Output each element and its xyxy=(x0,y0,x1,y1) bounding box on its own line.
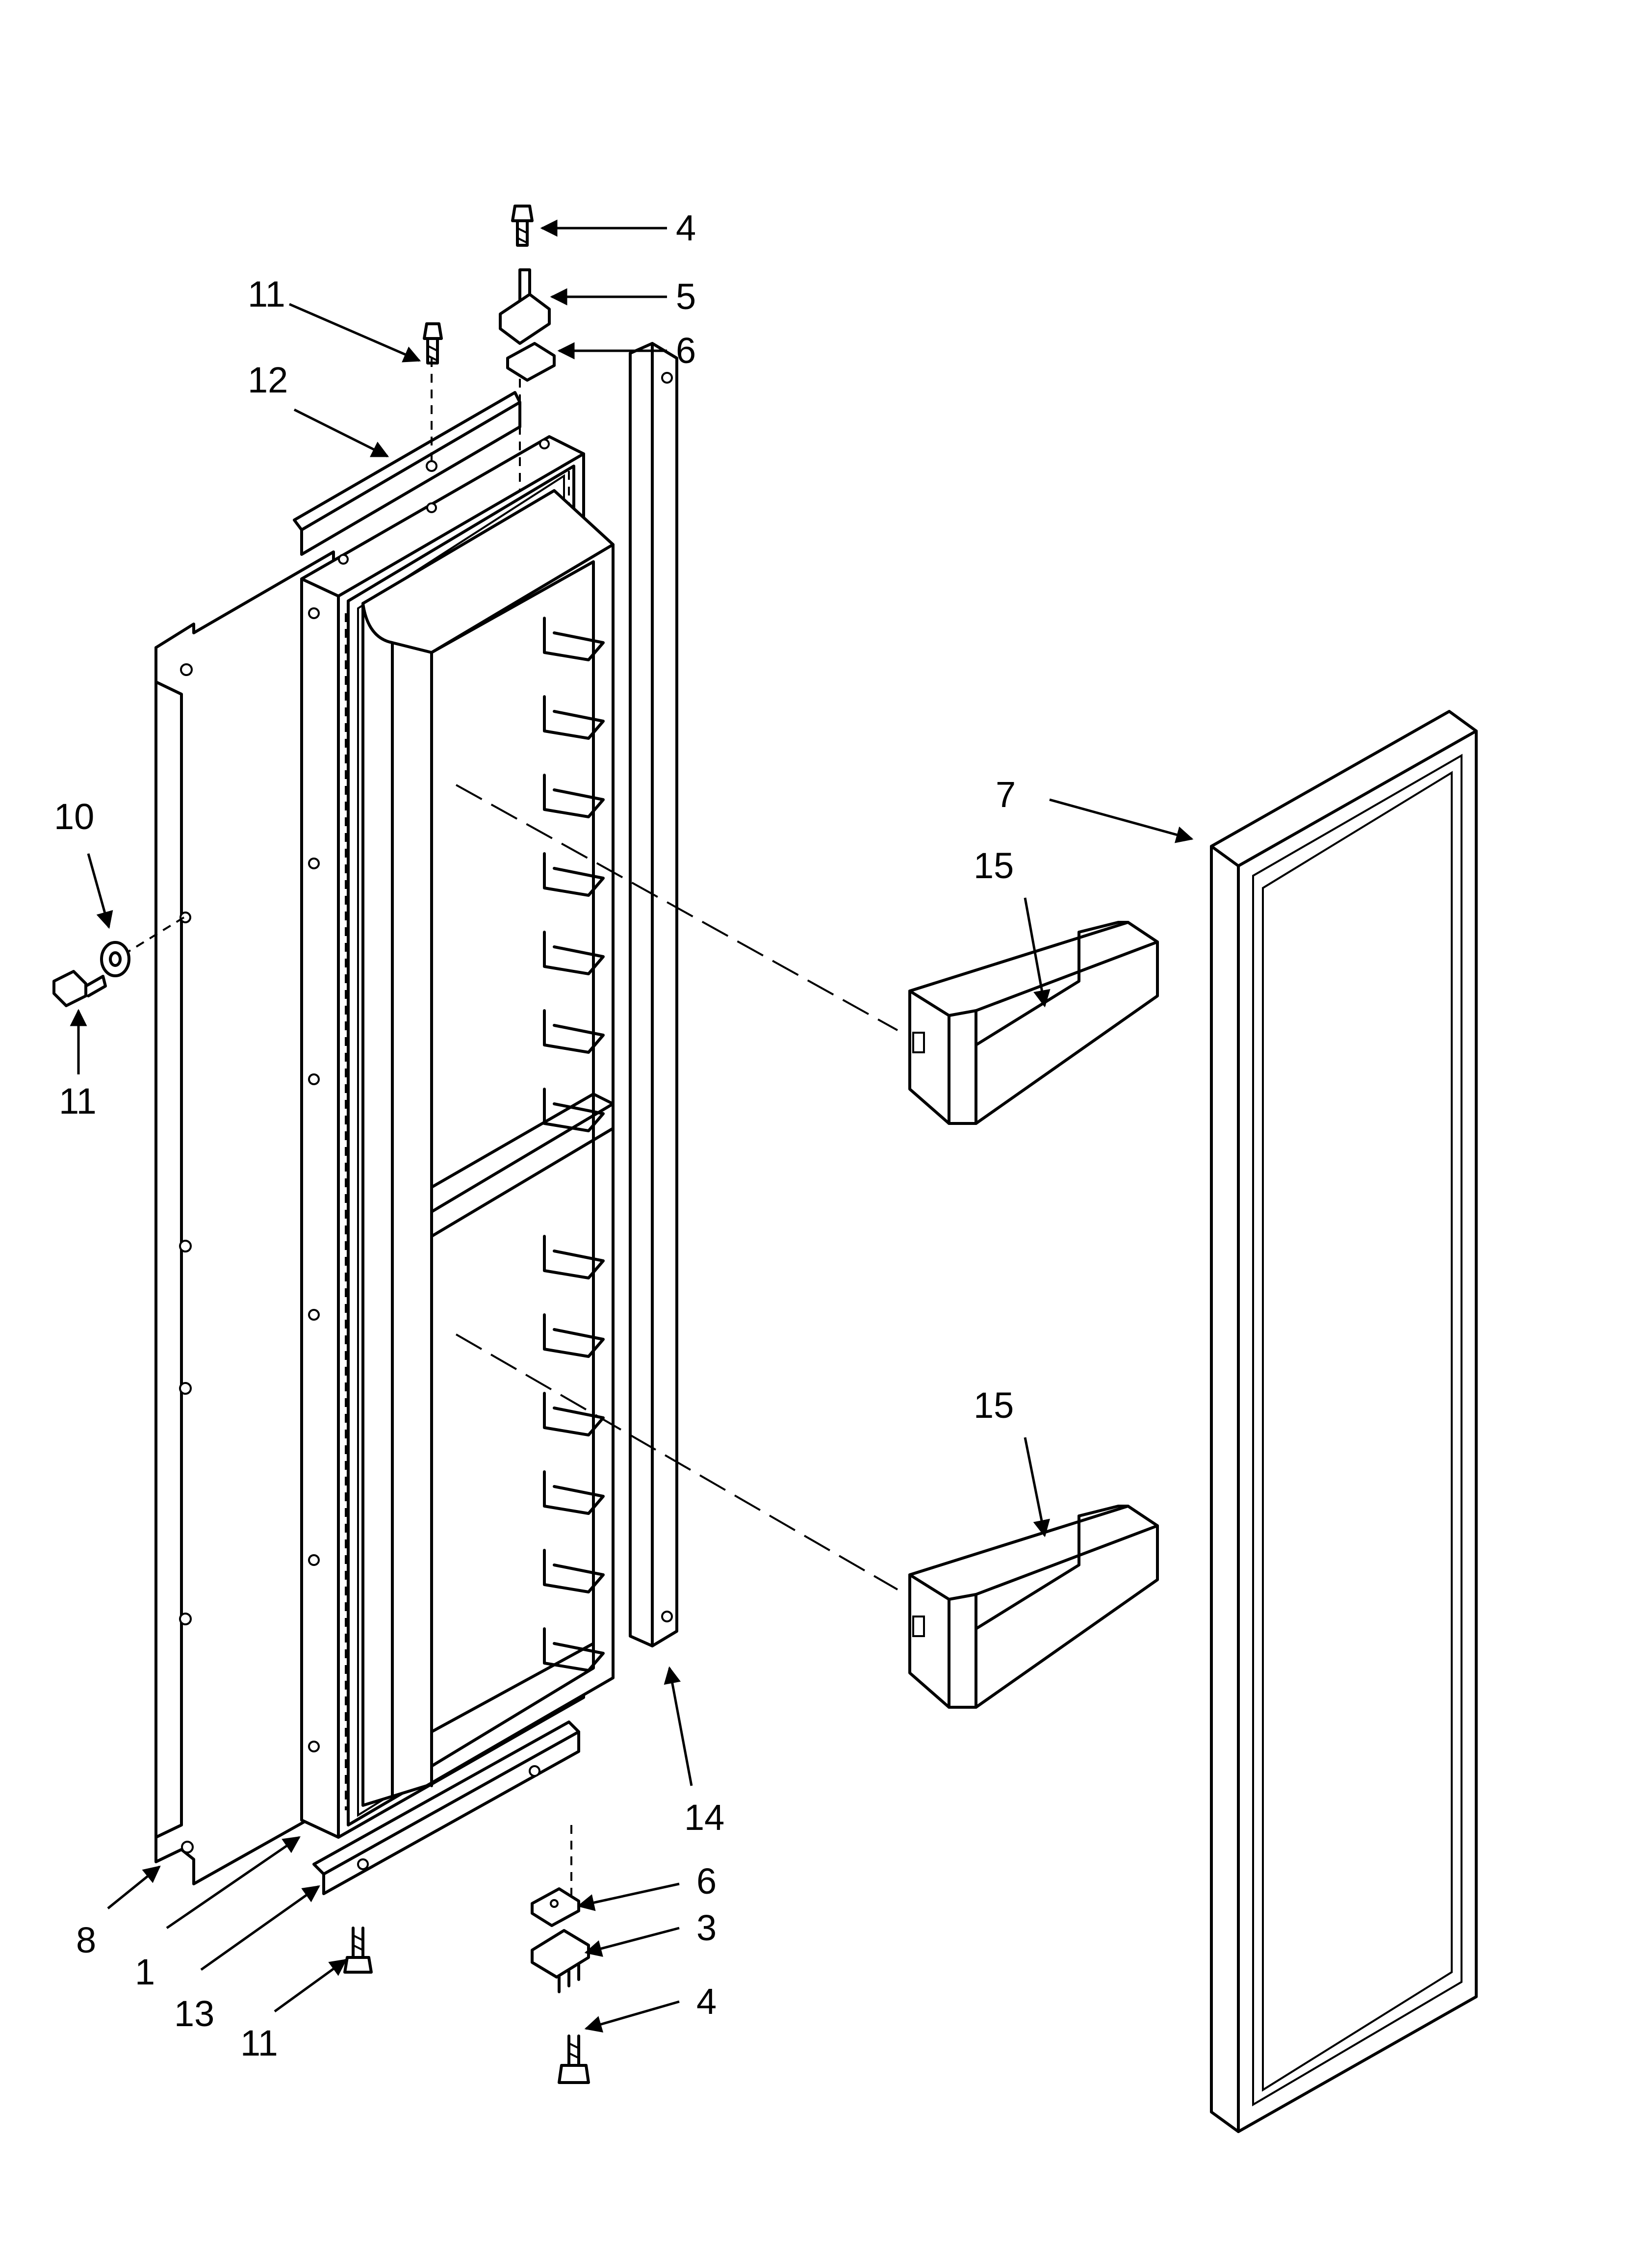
callout-label: 12 xyxy=(248,360,288,400)
callout-label: 11 xyxy=(59,1081,97,1121)
callout-label: 11 xyxy=(248,274,285,314)
callout-label: 15 xyxy=(974,845,1014,886)
top-hinge-hardware xyxy=(423,205,556,382)
assembly-lines xyxy=(119,358,898,1908)
callout-label: 4 xyxy=(676,208,696,248)
callout-label: 4 xyxy=(696,1981,717,2022)
callout-labels: 4 5 6 11 12 10 11 7 15 15 14 8 1 13 11 6… xyxy=(54,208,1016,2063)
callout-label: 10 xyxy=(54,796,94,837)
part-13-bottom-channel xyxy=(312,1721,580,1895)
callout-label: 6 xyxy=(676,330,696,371)
callout-label: 5 xyxy=(676,276,696,317)
callout-label: 6 xyxy=(696,1861,717,1902)
callout-label: 8 xyxy=(76,1920,96,1960)
door-liner xyxy=(361,489,615,1807)
callout-label: 13 xyxy=(174,1993,214,2034)
callout-label: 11 xyxy=(240,2023,278,2063)
callout-label: 3 xyxy=(696,1907,717,1948)
part-7-door-gasket xyxy=(1210,710,1478,2133)
bottom-hinge-hardware xyxy=(343,1887,590,2084)
part-15-door-bin-upper xyxy=(908,921,1159,1125)
callout-label: 14 xyxy=(684,1797,724,1838)
leader-lines xyxy=(70,219,1194,2033)
part-8-side-panel xyxy=(154,550,335,1885)
callout-label: 7 xyxy=(996,774,1016,815)
part-14-trim-strip xyxy=(629,342,678,1647)
callout-label: 1 xyxy=(135,1952,155,1992)
callout-label: 15 xyxy=(974,1385,1014,1426)
part-15-door-bin-lower xyxy=(908,1505,1159,1709)
side-screw-washer xyxy=(52,941,130,1007)
shelf-support-tabs xyxy=(543,617,605,1672)
